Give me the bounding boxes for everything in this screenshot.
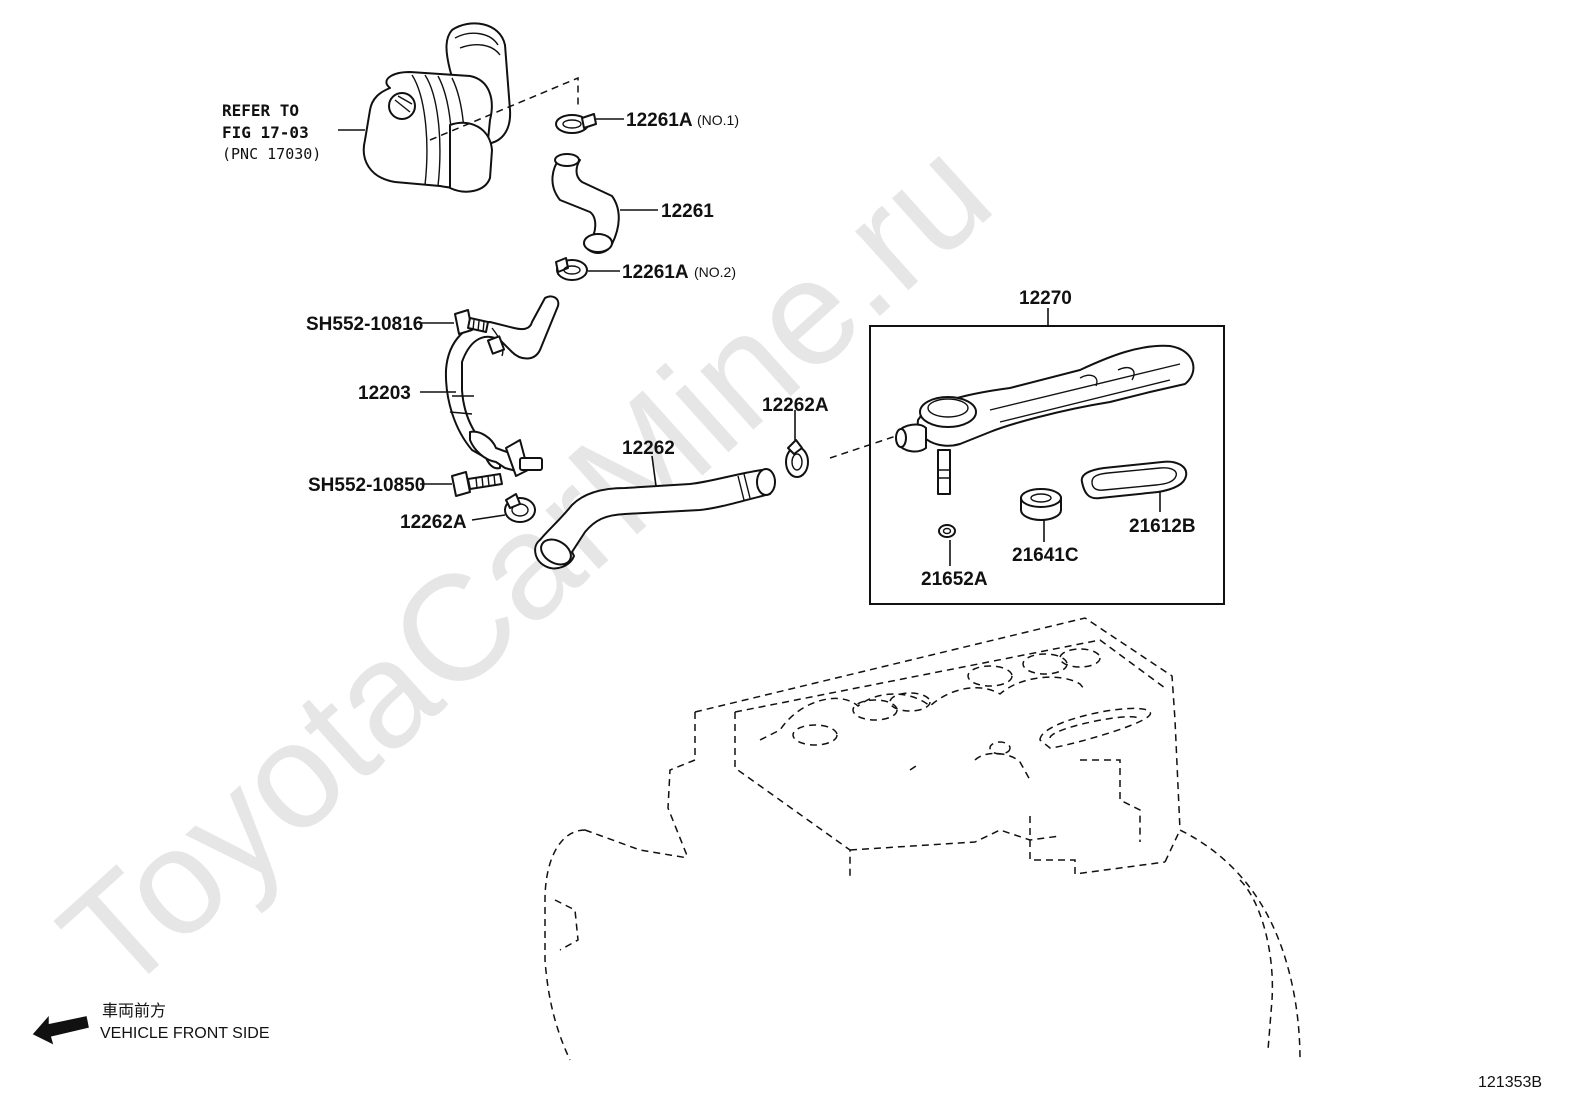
callout-12261A-no2-suffix: (NO.2) [694,264,736,280]
callout-12203: 12203 [358,383,411,404]
air-intake-hose-illustration [362,22,512,193]
callout-21641C: 21641C [1012,545,1079,566]
hose-12261 [551,153,620,254]
callout-12261A-no1-suffix: (NO.1) [697,112,739,128]
callout-12261A-no2: 12261A [622,262,689,283]
callout-12270: 12270 [1019,288,1072,309]
clamp-12261A-no2 [555,257,588,281]
bolt-SH552-10816 [454,309,489,335]
callout-12261: 12261 [661,201,714,222]
callout-21612B: 21612B [1129,516,1196,537]
pcv-valve-cover [895,344,1195,495]
callout-21652A: 21652A [921,569,988,590]
direction-label-en: VEHICLE FRONT SIDE [100,1025,270,1042]
callout-SH552-10816: SH552-10816 [306,314,423,335]
refer-label-line1: REFER TO [222,101,299,120]
gasket-21612B [1080,460,1188,500]
oring-21652A [938,524,956,538]
refer-label-line2: FIG 17-03 [222,123,309,142]
callout-SH552-10850: SH552-10850 [308,475,425,496]
watermark: ToyotaCarMine.ru [29,107,1021,1024]
clamp-12261A-no1 [555,113,597,134]
vehicle-front-direction: 車両前方 VEHICLE FRONT SIDE [32,1002,270,1045]
direction-label-jp: 車両前方 [102,1002,166,1020]
hose-12262 [534,468,776,570]
callout-12262A-left: 12262A [400,512,467,533]
bolt-SH552-10850 [451,471,503,497]
clamp-12262A-right [785,439,809,478]
clamp-12262A-left [504,493,536,523]
callout-12262: 12262 [622,438,675,459]
figure-number: 121353B [1478,1074,1542,1091]
callout-12262A-right: 12262A [762,395,829,416]
grommet-21641C [1020,488,1062,521]
callout-12261A-no1: 12261A [626,110,693,131]
refer-label-line3: (PNC 17030) [222,145,321,163]
engine-block-outline [544,617,1301,1061]
pipe-12203 [444,295,560,477]
assembly-12270-box [869,325,1225,605]
arrow-left-icon [32,1016,89,1045]
